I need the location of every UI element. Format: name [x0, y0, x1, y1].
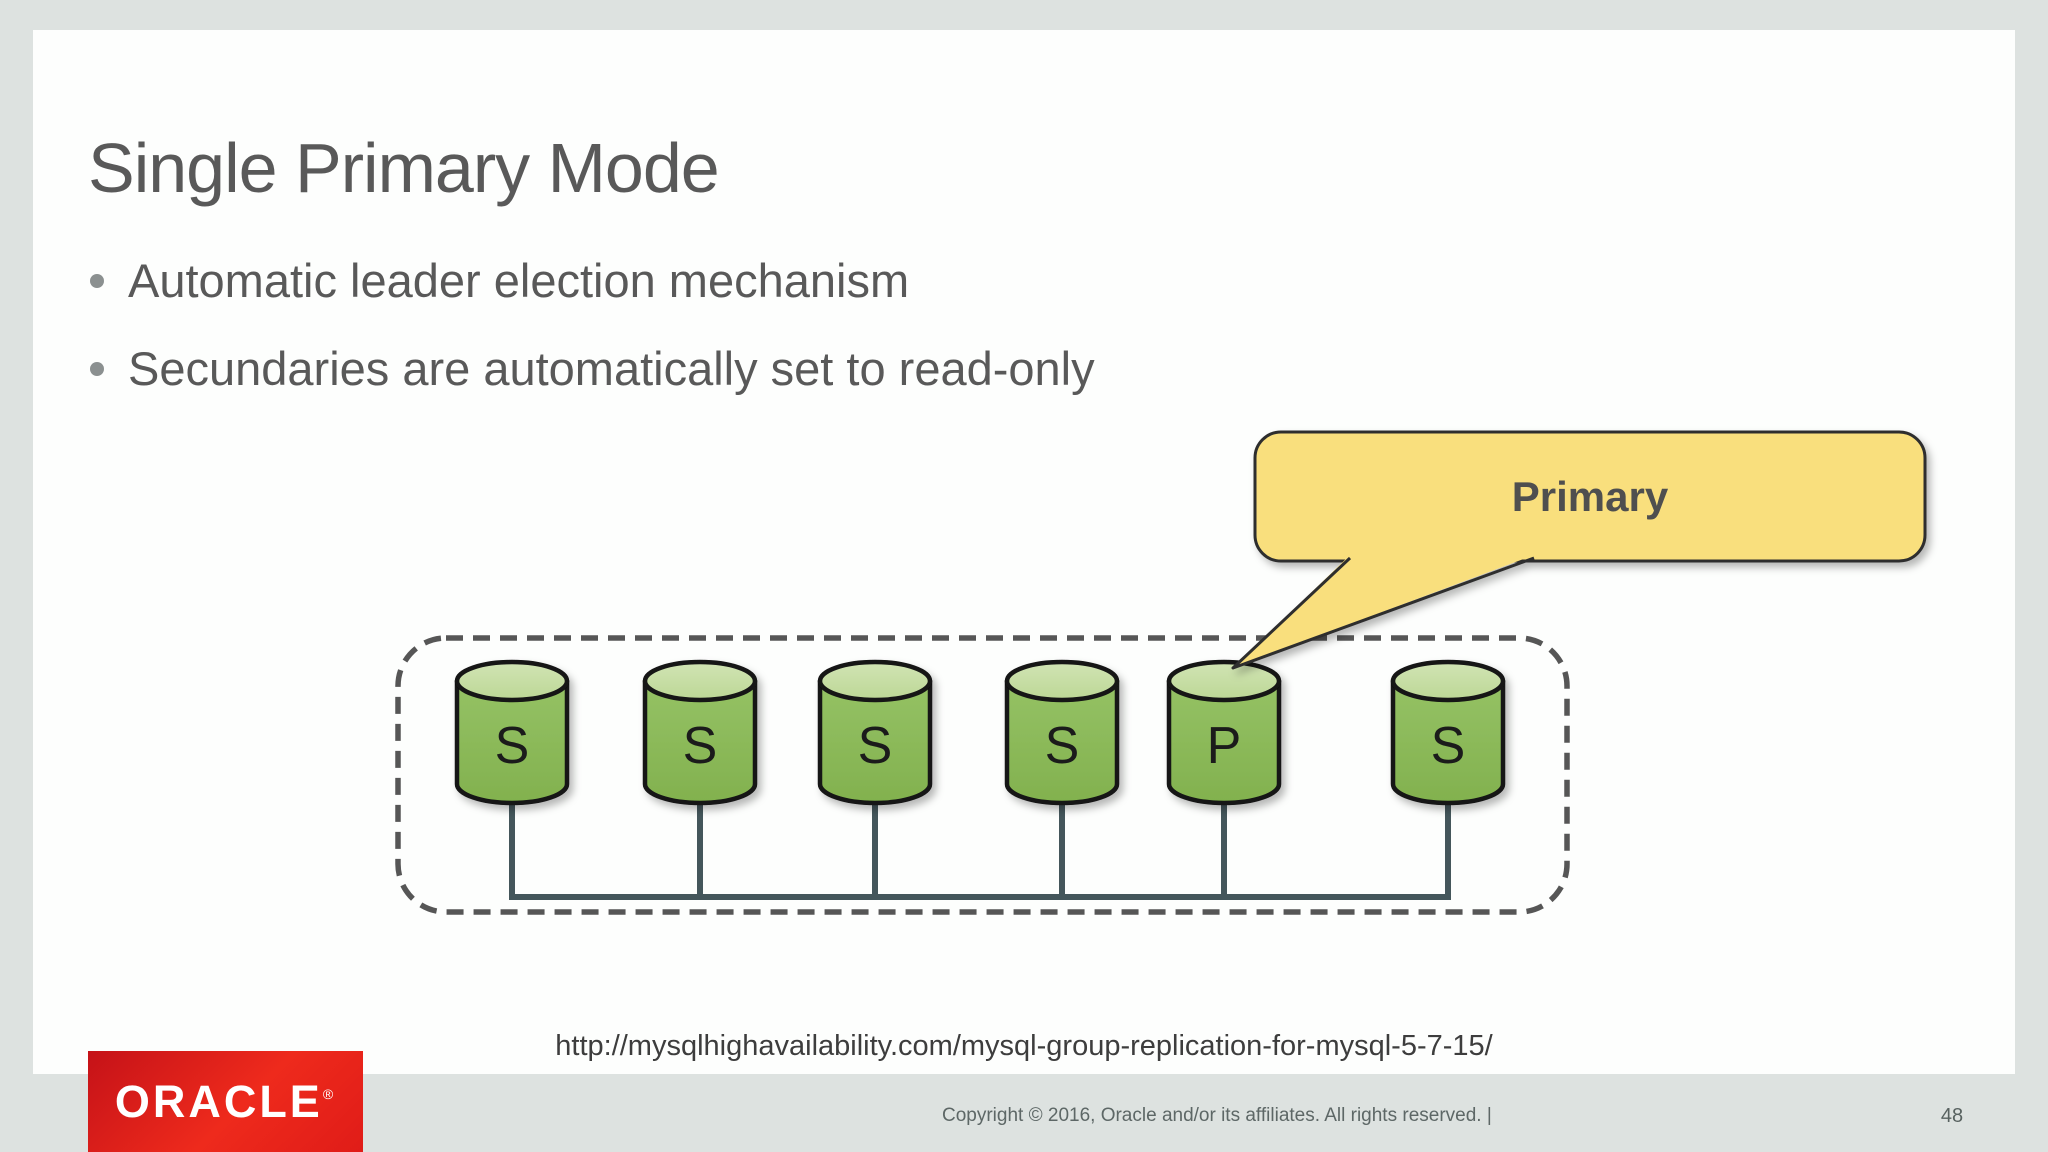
bullet-list: Automatic leader election mechanism Secu… [90, 252, 1095, 428]
node-label: S [1430, 717, 1466, 775]
db-cylinder-icon [454, 659, 570, 806]
bullet-dot-icon [90, 362, 104, 376]
oracle-logo-text: ORACLE® [114, 1076, 337, 1127]
primary-callout [1231, 430, 1927, 670]
node-label: S [857, 717, 893, 775]
db-cylinder-icon [642, 659, 758, 806]
node-label: P [1206, 717, 1242, 775]
bullet-dot-icon [90, 274, 104, 288]
oracle-logo: ORACLE® [88, 1051, 363, 1152]
primary-callout-label: Primary [1511, 472, 1669, 520]
db-cylinder-icon [1166, 659, 1282, 806]
slide-title: Single Primary Mode [88, 129, 720, 207]
bullet-text: Secundaries are automatically set to rea… [128, 342, 1095, 395]
node-label: S [1044, 717, 1080, 775]
bullet-text: Automatic leader election mechanism [128, 254, 910, 307]
copyright-text: Copyright © 2016, Oracle and/or its affi… [942, 1105, 1492, 1126]
db-cylinder-group [454, 659, 1506, 806]
node-label: S [682, 717, 718, 775]
db-cylinder-icon [817, 659, 933, 806]
bullet-item: Automatic leader election mechanism [90, 252, 1095, 310]
source-url: http://mysqlhighavailability.com/mysql-g… [555, 1030, 1493, 1062]
page-number: 48 [1940, 1105, 1964, 1127]
registered-mark: ® [322, 1086, 337, 1102]
replication-bus [509, 798, 1451, 900]
node-label: S [494, 717, 530, 775]
db-cylinder-icon [1004, 659, 1120, 806]
db-cylinder-icon [1390, 659, 1506, 806]
bullet-item: Secundaries are automatically set to rea… [90, 340, 1095, 398]
